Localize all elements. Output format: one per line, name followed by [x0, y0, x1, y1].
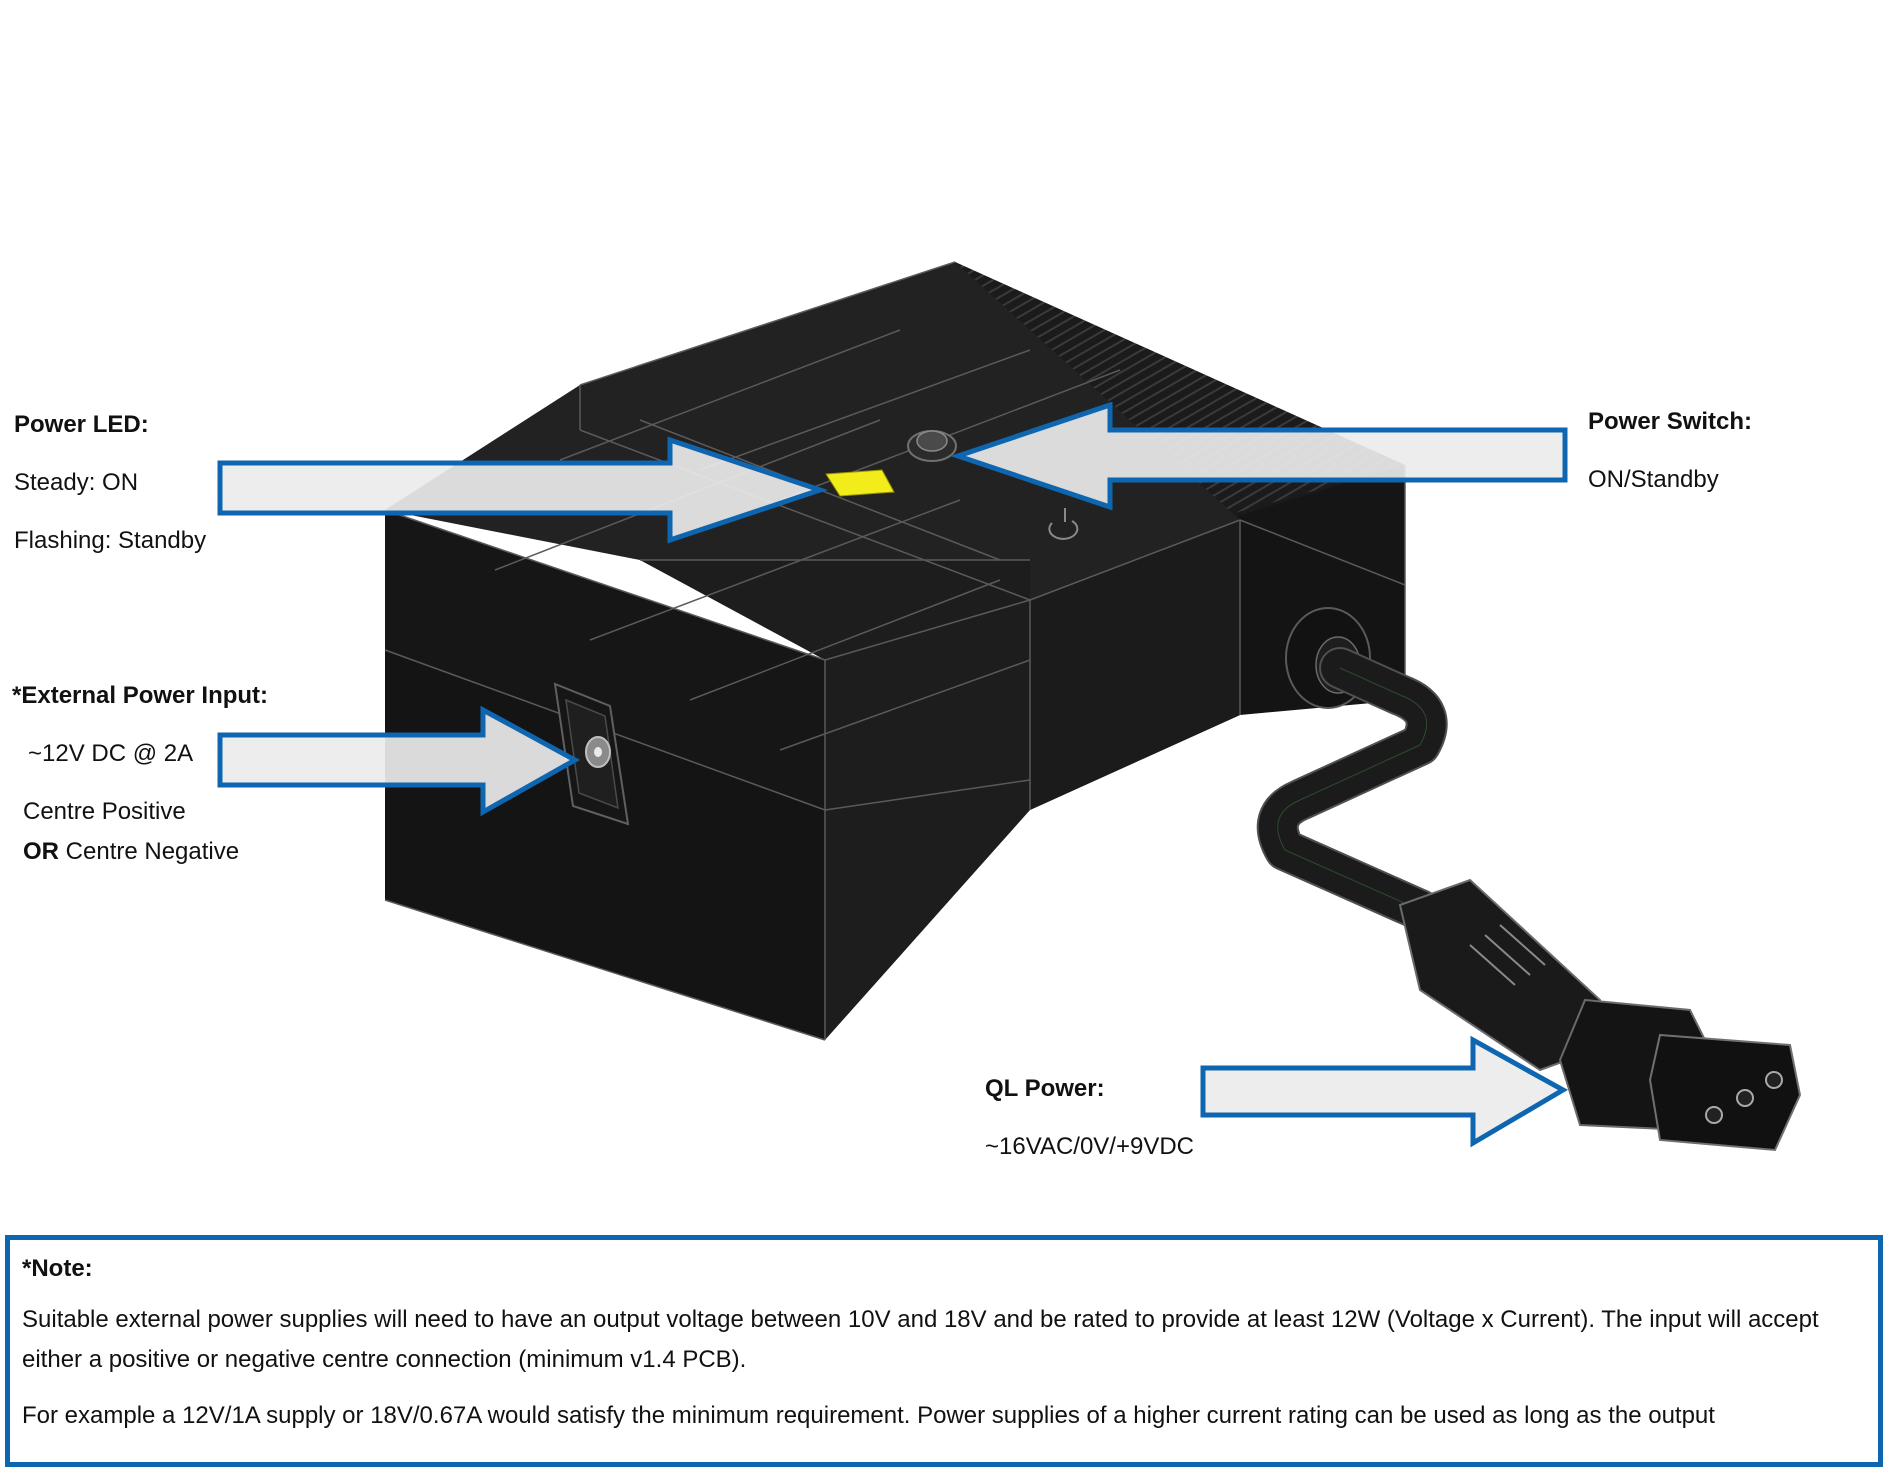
power-led-title: Power LED:: [14, 411, 149, 438]
note-paragraph-1: Suitable external power supplies will ne…: [22, 1306, 1819, 1373]
dc-jack: [553, 682, 630, 826]
alt-polarity-text: Centre Negative: [59, 838, 240, 865]
ql-power-title: QL Power:: [985, 1075, 1105, 1102]
power-led-steady: Steady: ON: [14, 469, 139, 496]
note-box: *Note: Suitable external power supplies …: [5, 1235, 1883, 1467]
external-power-title: *External Power Input:: [12, 682, 269, 709]
or-word: OR: [23, 838, 59, 865]
iec-connector: [1398, 878, 1802, 1152]
power-led-flashing: Flashing: Standby: [14, 527, 207, 554]
power-switch-button: [907, 430, 957, 462]
power-led: [825, 469, 895, 497]
external-power-arrow: [217, 705, 581, 817]
external-power-voltage: ~12V DC @ 2A: [28, 740, 194, 767]
power-switch-state: ON/Standby: [1588, 466, 1719, 493]
external-power-polarity: Centre Positive: [23, 798, 186, 825]
power-switch-title: Power Switch:: [1588, 408, 1753, 435]
power-switch-arrow: [950, 401, 1568, 511]
ql-power-voltage: ~16VAC/0V/+9VDC: [985, 1133, 1195, 1160]
note-paragraph-2: For example a 12V/1A supply or 18V/0.67A…: [22, 1402, 1715, 1429]
note-title: *Note:: [22, 1255, 93, 1282]
power-cable: [1256, 647, 1448, 931]
standby-symbol: [1048, 508, 1079, 540]
power-led-arrow: [217, 436, 828, 544]
external-power-alt-polarity: OR Centre Negative: [23, 837, 239, 867]
ql-power-arrow: [1200, 1035, 1569, 1148]
device-body: [385, 262, 1405, 1040]
